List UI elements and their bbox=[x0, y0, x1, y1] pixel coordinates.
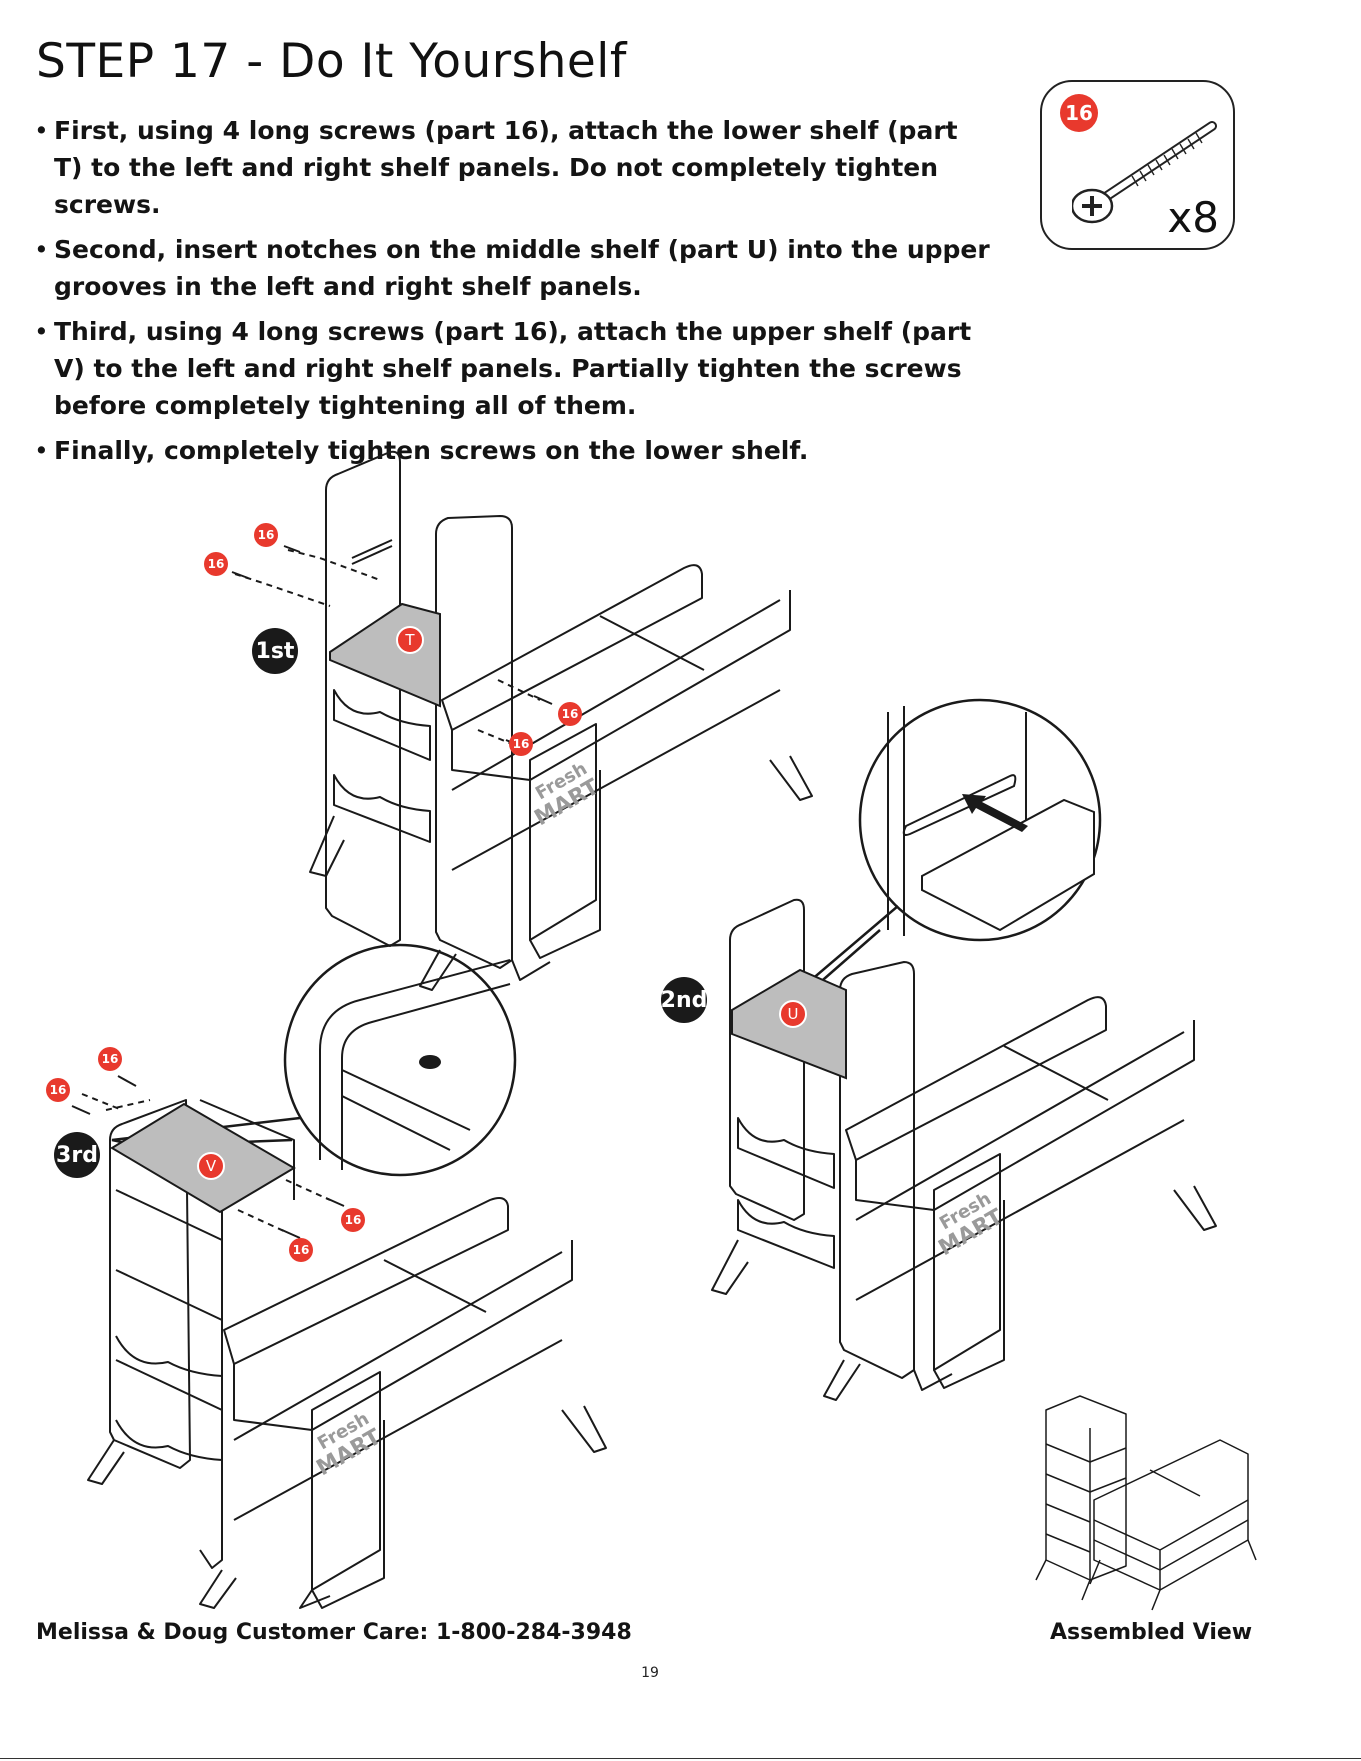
shelf-badge-V: V bbox=[197, 1152, 225, 1180]
step-badge-third: 3rd bbox=[54, 1132, 100, 1178]
bottom-rule bbox=[0, 1758, 1361, 1759]
diagram-step-2 bbox=[711, 898, 1217, 1401]
screw-badge: 16 bbox=[289, 1238, 313, 1262]
screw-hole-icon bbox=[419, 1055, 441, 1069]
step-badge-first: 1st bbox=[252, 628, 298, 674]
arrow-icon bbox=[962, 794, 1028, 832]
shelf-badge-U: U bbox=[779, 1000, 807, 1028]
screw-badge: 16 bbox=[204, 552, 228, 576]
customer-care-line: Melissa & Doug Customer Care: 1-800-284-… bbox=[36, 1620, 632, 1645]
long-screw-icon bbox=[1072, 121, 1217, 224]
page-number: 19 bbox=[641, 1665, 659, 1681]
instruction-step-2: Second, insert notches on the middle she… bbox=[34, 231, 994, 305]
screw-badge: 16 bbox=[509, 732, 533, 756]
diagram-step-3 bbox=[81, 1093, 607, 1609]
screw-badge: 16 bbox=[254, 523, 278, 547]
instruction-step-4: Finally, completely tighten screws on th… bbox=[34, 432, 994, 469]
detail-magnifier-hole bbox=[111, 943, 517, 1177]
page-title: STEP 17 - Do It Yourshelf bbox=[36, 34, 627, 89]
part-quantity: x8 bbox=[1167, 193, 1219, 242]
assembled-view-illustration bbox=[1035, 1395, 1257, 1611]
instruction-step-3: Third, using 4 long screws (part 16), at… bbox=[34, 313, 994, 424]
screw-badge: 16 bbox=[98, 1047, 122, 1071]
parts-callout: 16 x8 bbox=[1040, 80, 1235, 250]
assembled-view-label: Assembled View bbox=[1050, 1620, 1253, 1645]
screws-step-3 bbox=[71, 1075, 345, 1239]
detail-magnifier-groove bbox=[787, 698, 1102, 1002]
screw-badge: 16 bbox=[46, 1078, 70, 1102]
screw-badge: 16 bbox=[558, 702, 582, 726]
diagram-step-1 bbox=[234, 450, 813, 991]
step-badge-second: 2nd bbox=[661, 977, 707, 1023]
part-number-badge: 16 bbox=[1060, 94, 1098, 132]
screw-badge: 16 bbox=[341, 1208, 365, 1232]
shelf-T bbox=[329, 602, 441, 708]
shelf-badge-T: T bbox=[396, 626, 424, 654]
instruction-list: First, using 4 long screws (part 16), at… bbox=[34, 112, 994, 477]
instruction-step-1: First, using 4 long screws (part 16), at… bbox=[34, 112, 994, 223]
